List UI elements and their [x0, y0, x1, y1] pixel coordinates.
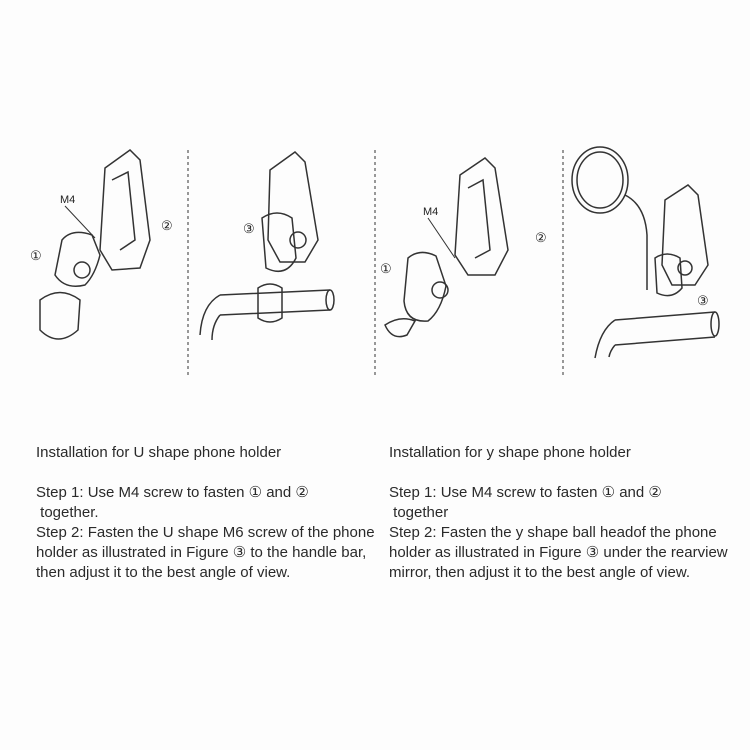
- figure-u-mounted: [199, 151, 335, 341]
- y-shape-instructions: Installation for y shape phone holder St…: [389, 443, 734, 583]
- step-1: Step 1: Use M4 screw to fasten ① and ②: [389, 484, 662, 501]
- divider-lines: [187, 150, 564, 375]
- step-2: Step 2: Fasten the U shape M6 screw of t…: [36, 524, 375, 581]
- figure-y-mounted: [571, 146, 720, 359]
- step-1-continued: together.: [36, 504, 99, 521]
- figure-3-marker: ③: [697, 293, 709, 308]
- figure-u-exploded: [39, 149, 151, 340]
- figure-3-marker: ③: [243, 221, 255, 236]
- m4-screw-label: M4: [60, 194, 76, 206]
- step-1: Step 1: Use M4 screw to fasten ① and ②: [36, 484, 309, 501]
- part-1-marker: ①: [30, 248, 42, 263]
- part-2-marker: ②: [161, 218, 173, 233]
- m4-screw-label: M4: [423, 206, 439, 218]
- part-2-marker: ②: [535, 230, 547, 245]
- installation-diagrams: [39, 146, 720, 375]
- u-shape-instructions: Installation for U shape phone holder St…: [36, 443, 381, 583]
- section-heading: Installation for U shape phone holder: [36, 444, 282, 461]
- figure-y-exploded: [384, 157, 509, 338]
- part-1-marker: ①: [380, 261, 392, 276]
- step-2: Step 2: Fasten the y shape ball headof t…: [389, 524, 728, 581]
- section-heading: Installation for y shape phone holder: [389, 444, 631, 461]
- step-1-continued: together: [389, 504, 449, 521]
